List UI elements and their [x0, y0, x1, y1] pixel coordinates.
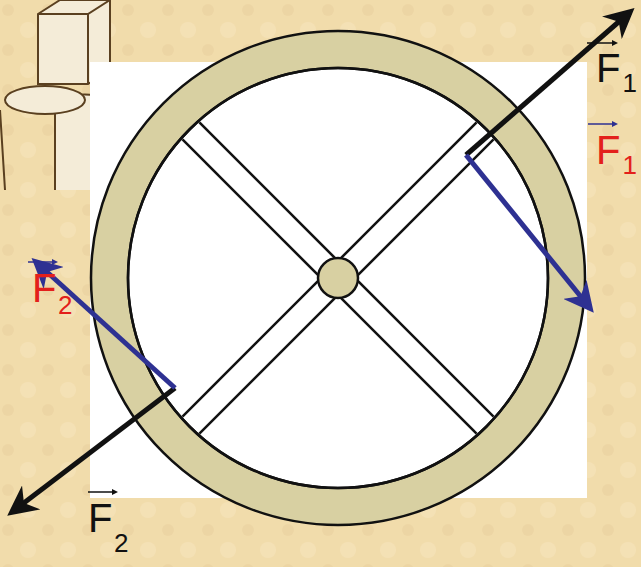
force-symbol: F [32, 268, 56, 308]
force-component-arrow [466, 155, 590, 308]
vector-signs [28, 40, 618, 495]
force-subscript: 2 [114, 530, 128, 556]
force-arrow [12, 388, 175, 512]
force-subscript: 1 [623, 152, 637, 178]
force-symbol: F [596, 48, 620, 88]
force-subscript: 2 [58, 292, 72, 318]
force-arrows [12, 12, 630, 512]
steering-wheel [44, 0, 632, 567]
force-component-arrow [36, 262, 175, 388]
force-subscript: 1 [623, 70, 637, 96]
force-symbol: F [88, 498, 112, 538]
force-symbol: F [596, 130, 620, 170]
